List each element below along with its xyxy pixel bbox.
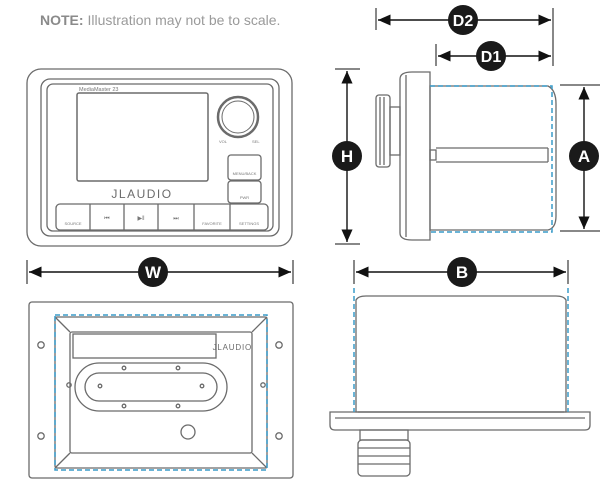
b-badge-label: B xyxy=(456,263,468,282)
knob-left-label: VOL xyxy=(219,139,228,144)
note-label: NOTE: xyxy=(40,12,84,28)
side-view xyxy=(375,71,557,241)
d1-badge-label: D1 xyxy=(481,49,502,66)
d2-badge-label: D2 xyxy=(453,13,474,30)
front-view xyxy=(26,68,293,247)
w-badge-label: W xyxy=(145,263,162,282)
front-brand-logo: JLAUDIO xyxy=(111,187,172,201)
note-text: Illustration may not be to scale. xyxy=(87,12,281,28)
w-badge xyxy=(138,257,168,287)
bottom-button-label-4: FAVORITE xyxy=(202,221,222,226)
menu-back-button xyxy=(227,154,262,181)
d2-badge xyxy=(448,5,478,35)
bottom-button-label-2: ▶‖ xyxy=(137,216,144,222)
h-badge xyxy=(332,141,362,171)
volume-knob xyxy=(216,95,260,139)
h-badge-label: H xyxy=(341,147,353,166)
knob-right-label: SEL xyxy=(252,139,260,144)
rear-dashed-outline xyxy=(54,314,268,471)
bottom-button-label-3: ⏭ xyxy=(173,216,179,222)
rear-brand-logo: JLAUDIO xyxy=(213,343,252,352)
side-button-label-1: PWR xyxy=(240,195,249,200)
rear-view xyxy=(28,301,294,479)
bottom-button-label-0: SOURCE xyxy=(64,221,81,226)
bottom-button-label-5: SETTINGS xyxy=(239,221,259,226)
scale-note: NOTE: Illustration may not be to scale. xyxy=(40,12,280,28)
d1-badge xyxy=(476,41,506,71)
top-view xyxy=(329,295,591,477)
connector-port xyxy=(74,362,228,412)
a-badge-label: A xyxy=(578,147,590,166)
bottom-button-label-1: ⏮ xyxy=(104,216,110,222)
side-button-label-0: MENU/BACK xyxy=(233,171,257,176)
a-badge xyxy=(569,141,599,171)
model-name: MediaMaster 23 xyxy=(79,87,118,93)
b-badge xyxy=(447,257,477,287)
display-screen xyxy=(76,92,209,182)
power-button xyxy=(227,180,262,204)
side-dashed-outline xyxy=(430,85,553,233)
